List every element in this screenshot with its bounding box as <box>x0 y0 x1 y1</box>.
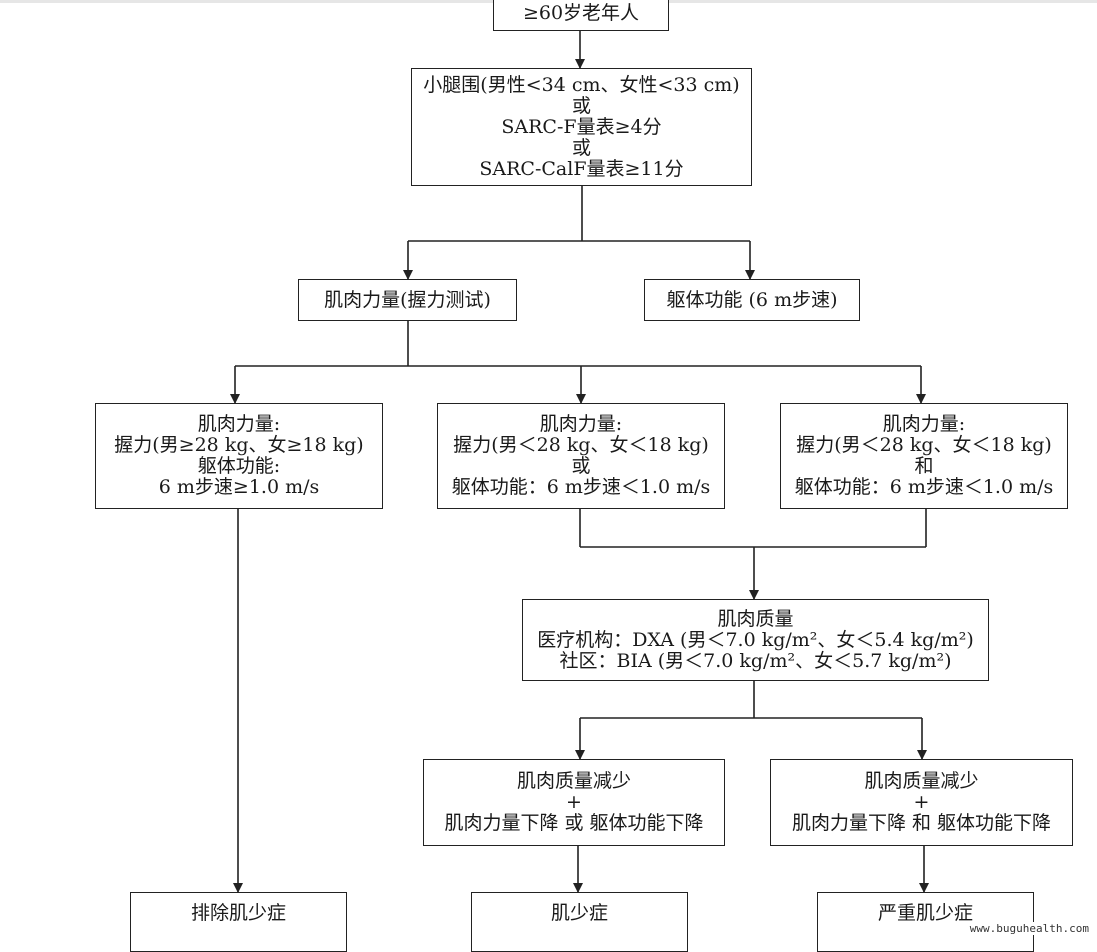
mass-low-either-node: 肌肉质量减少 + 肌肉力量下降 或 躯体功能下降 <box>423 759 725 846</box>
exclude-label: 排除肌少症 <box>190 902 286 924</box>
normal-result-line-1: 肌肉力量: <box>197 413 281 435</box>
normal-result-node: 肌肉力量: 握力(男≥28 kg、女≥18 kg) 躯体功能: 6 m步速≥1.… <box>95 403 383 509</box>
both-low-line-2: 握力(男＜28 kg、女＜18 kg) <box>796 434 1052 456</box>
both-low-line-4: 躯体功能：6 m步速＜1.0 m/s <box>794 476 1054 498</box>
mass-low-both-line-1: 肌肉质量减少 <box>864 770 979 792</box>
screening-node: 小腿围(男性<34 cm、女性<33 cm) 或 SARC-F量表≥4分 或 S… <box>411 68 752 186</box>
screening-line-4: 或 <box>571 136 591 159</box>
muscle-mass-line-2: 医疗机构：DXA (男＜7.0 kg/m²、女＜5.4 kg/m²) <box>537 628 974 651</box>
either-low-line-2: 握力(男＜28 kg、女＜18 kg) <box>453 434 709 456</box>
physical-function-test-node: 躯体功能 (6 m步速) <box>644 279 860 321</box>
watermark-text: www.buguhealth.com <box>969 922 1089 935</box>
mass-low-both-line-3: 肌肉力量下降 和 躯体功能下降 <box>791 812 1052 834</box>
normal-result-line-3: 躯体功能: <box>197 455 281 477</box>
either-low-line-4: 躯体功能：6 m步速＜1.0 m/s <box>451 476 711 498</box>
severe-sarcopenia-label: 严重肌少症 <box>877 902 973 924</box>
normal-result-line-4: 6 m步速≥1.0 m/s <box>158 476 320 498</box>
either-low-node: 肌肉力量: 握力(男＜28 kg、女＜18 kg) 或 躯体功能：6 m步速＜1… <box>437 403 725 509</box>
muscle-strength-test-label: 肌肉力量(握力测试) <box>324 288 491 311</box>
muscle-strength-test-node: 肌肉力量(握力测试) <box>298 279 517 321</box>
screening-line-1: 小腿围(男性<34 cm、女性<33 cm) <box>423 73 740 96</box>
sarcopenia-node: 肌少症 <box>471 892 688 952</box>
mass-low-both-line-2: + <box>913 791 930 813</box>
mass-low-either-line-2: + <box>566 791 582 813</box>
either-low-line-3: 或 <box>571 455 591 477</box>
physical-function-test-label: 躯体功能 (6 m步速) <box>666 288 838 311</box>
muscle-mass-node: 肌肉质量 医疗机构：DXA (男＜7.0 kg/m²、女＜5.4 kg/m²) … <box>522 599 989 681</box>
screening-line-3: SARC-F量表≥4分 <box>501 115 662 138</box>
mass-low-either-line-3: 肌肉力量下降 或 躯体功能下降 <box>444 812 704 834</box>
start-label: ≥60岁老年人 <box>522 2 640 24</box>
normal-result-line-2: 握力(男≥28 kg、女≥18 kg) <box>114 434 364 456</box>
muscle-mass-line-1: 肌肉质量 <box>717 607 794 630</box>
mass-low-both-node: 肌肉质量减少 + 肌肉力量下降 和 躯体功能下降 <box>770 759 1073 846</box>
exclude-node: 排除肌少症 <box>130 892 347 952</box>
start-node: ≥60岁老年人 <box>493 0 669 31</box>
both-low-node: 肌肉力量: 握力(男＜28 kg、女＜18 kg) 和 躯体功能：6 m步速＜1… <box>780 403 1068 509</box>
muscle-mass-line-3: 社区：BIA (男＜7.0 kg/m²、女＜5.7 kg/m²) <box>559 649 952 672</box>
mass-low-either-line-1: 肌肉质量减少 <box>516 770 631 792</box>
screening-line-2: 或 <box>571 94 591 117</box>
screening-line-5: SARC-CalF量表≥11分 <box>479 157 684 180</box>
sarcopenia-label: 肌少症 <box>550 902 608 924</box>
both-low-line-3: 和 <box>914 455 934 477</box>
either-low-line-1: 肌肉力量: <box>539 413 623 435</box>
both-low-line-1: 肌肉力量: <box>882 413 966 435</box>
